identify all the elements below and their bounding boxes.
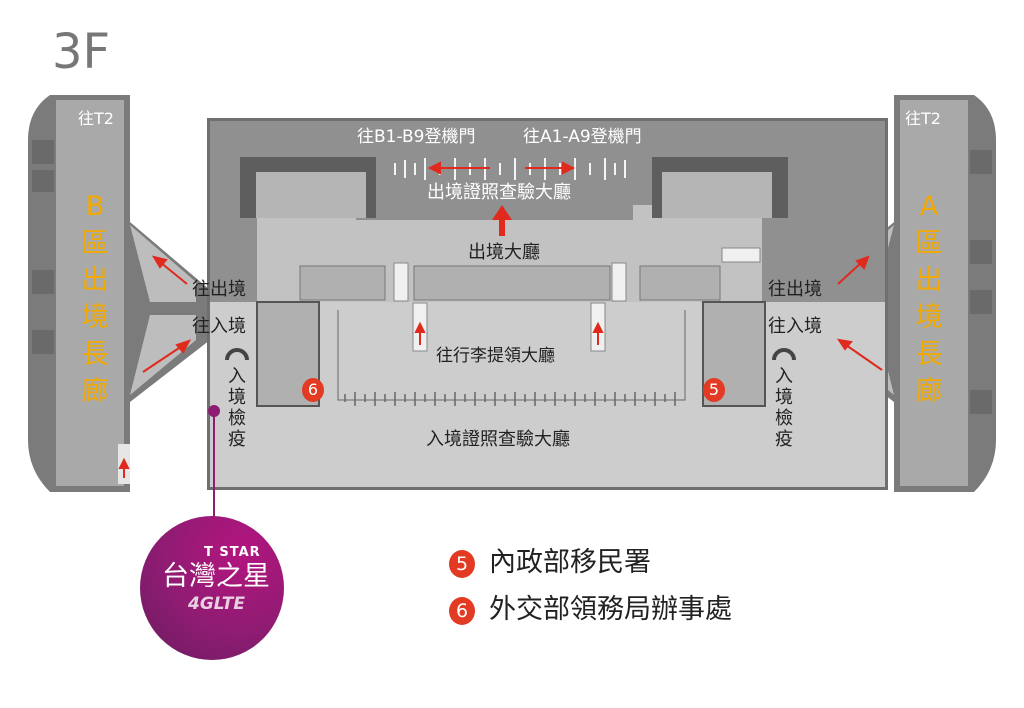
left-pier [28,95,210,492]
floor-label: 3F [52,24,111,80]
departure-passport-hall-label: 出境證照查驗大廳 [427,182,571,203]
quarantine-icon-left [225,348,249,361]
right-quarantine-label: 入境檢疫 [775,366,793,450]
b-gates-label: 往B1-B9登機門 [357,127,476,147]
legend-badge-5: 5 [449,550,475,578]
left-quarantine-label: 入境檢疫 [228,366,246,450]
right-to-t2-label: 往T2 [905,109,941,128]
right-to-arrival-label: 往入境 [768,316,822,337]
b-concourse-label: B區出境長廊 [81,191,109,407]
left-to-t2-label: 往T2 [78,109,114,128]
logo-brand-en: T STAR [204,545,261,560]
arrival-counters [344,392,676,406]
a-gates-label: 往A1-A9登機門 [523,127,642,147]
legend-badge-6: 6 [449,597,475,625]
legend-label-6: 外交部領務局辦事處 [489,594,732,625]
central-building [207,118,888,490]
marker-5: 5 [703,378,725,402]
right-to-departure-label: 往出境 [768,279,822,300]
logo-brand-zh: 台灣之星 [162,561,270,592]
logo-connector-dot [208,405,220,417]
quarantine-icon-right [772,348,796,361]
tstar-logo: T STAR 台灣之星 4GLTE [140,516,284,660]
departure-hall-label: 出境大廳 [468,242,540,263]
direction-arrows [118,161,883,478]
baggage-claim-label: 往行李提領大廳 [430,348,561,365]
logo-tag: 4GLTE [188,594,246,614]
a-concourse-label: A區出境長廊 [915,191,943,407]
legend-label-5: 內政部移民署 [489,547,651,578]
marker-6: 6 [302,378,324,402]
left-to-departure-label: 往出境 [192,279,246,300]
arrival-passport-hall-label: 入境證照查驗大廳 [426,429,570,450]
left-to-arrival-label: 往入境 [192,316,246,337]
